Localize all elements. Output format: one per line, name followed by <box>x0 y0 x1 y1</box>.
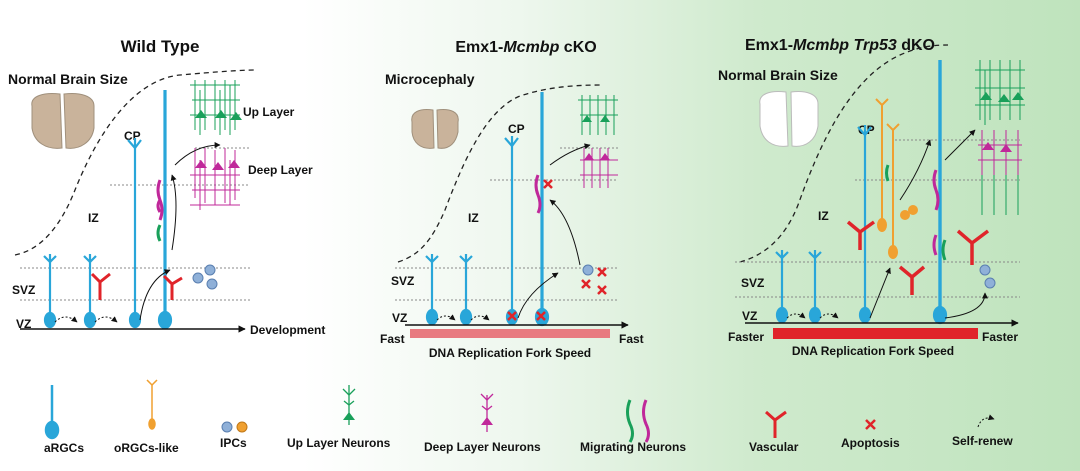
speed-right: Fast <box>619 332 644 346</box>
zone-iz: IZ <box>468 211 479 225</box>
panel-title: Emx1-Mcmbp cKO <box>455 39 596 56</box>
legend-vascular: Vascular <box>749 410 799 454</box>
zone-svz: SVZ <box>12 283 35 297</box>
label-up-layer: Up Layer <box>243 105 295 119</box>
cortex-outline <box>397 84 603 263</box>
panel-subtitle: Normal Brain Size <box>8 71 128 87</box>
zone-vz: VZ <box>742 309 757 323</box>
speed-left: Fast <box>380 332 405 346</box>
panel-subtitle: Normal Brain Size <box>718 67 838 83</box>
legend-label: oRGCs-like <box>114 441 179 455</box>
zone-iz: IZ <box>88 211 99 225</box>
legend-apoptosis: Apoptosis <box>841 419 900 450</box>
legend-orgcs: oRGCs-like <box>114 379 179 455</box>
orgc-cells <box>875 98 918 259</box>
cortex-outline <box>739 44 949 263</box>
lineage-arrows <box>436 143 591 321</box>
legend-deep-neurons: Deep Layer Neurons <box>424 393 541 454</box>
ipc-cluster <box>192 264 218 290</box>
fork-speed-label: DNA Replication Fork Speed <box>792 344 954 358</box>
zone-svz: SVZ <box>391 274 414 288</box>
lineage-arrows <box>54 142 221 323</box>
fork-speed-bar <box>773 328 978 339</box>
ipc-cell <box>582 264 594 276</box>
neuron-arbors <box>578 95 618 188</box>
legend-argcs: aRGCs <box>44 385 84 455</box>
speed-left: Faster <box>728 330 764 344</box>
panel-title: Emx1-Mcmbp Trp53 dKO <box>745 37 935 54</box>
fork-speed-label: DNA Replication Fork Speed <box>429 346 591 360</box>
legend-label: Apoptosis <box>841 436 900 450</box>
migrating-neurons <box>885 164 947 261</box>
legend-self-renew: Self-renew <box>952 414 1013 448</box>
cortex-outline <box>14 69 256 256</box>
neuron-arbors <box>190 80 242 210</box>
legend-label: aRGCs <box>44 441 84 455</box>
brain-small-icon <box>411 109 459 149</box>
legend-label: Vascular <box>749 440 799 454</box>
label-deep-layer: Deep Layer <box>248 163 313 177</box>
legend-up-neurons: Up Layer Neurons <box>287 385 391 450</box>
zone-lines <box>20 147 250 301</box>
lineage-arrows <box>786 129 988 319</box>
brain-normal-icon <box>759 91 819 147</box>
legend: aRGCs oRGCs-like IPCs Up Layer Neurons <box>44 379 1013 455</box>
zone-svz: SVZ <box>741 276 764 290</box>
zone-lines <box>395 147 618 301</box>
apoptosis-markers <box>507 179 607 321</box>
legend-migrating: Migrating Neurons <box>580 399 686 454</box>
vascular-icons <box>846 220 990 295</box>
rgc-cells <box>43 90 173 330</box>
zone-lines <box>735 139 1020 298</box>
panel-ckO: Emx1-Mcmbp cKO Microcephaly CP IZ SVZ VZ <box>380 39 644 360</box>
rgc-cells <box>775 60 948 325</box>
zone-cp: CP <box>858 123 875 137</box>
fork-speed-bar <box>410 329 610 338</box>
zone-cp: CP <box>124 129 141 143</box>
legend-ipcs: IPCs <box>220 421 248 450</box>
migrating-neurons <box>156 179 164 242</box>
legend-label: Deep Layer Neurons <box>424 440 541 454</box>
zone-cp: CP <box>508 122 525 136</box>
zone-vz: VZ <box>392 311 407 325</box>
zone-vz: VZ <box>16 317 31 331</box>
legend-label: IPCs <box>220 436 247 450</box>
ipc-cluster <box>979 264 996 289</box>
legend-label: Migrating Neurons <box>580 440 686 454</box>
migrating-neurons <box>534 174 542 214</box>
brain-normal-icon <box>31 93 95 149</box>
panel-subtitle: Microcephaly <box>385 71 475 87</box>
panel-wild-type: Wild Type Normal Brain Size CP IZ SVZ VZ… <box>8 37 325 337</box>
panel-title: Wild Type <box>121 37 200 56</box>
speed-right: Faster <box>982 330 1018 344</box>
legend-label: Up Layer Neurons <box>287 436 391 450</box>
panel-dko: Emx1-Mcmbp Trp53 dKO Normal Brain Size C… <box>718 37 1025 358</box>
legend-label: Self-renew <box>952 434 1013 448</box>
zone-iz: IZ <box>818 209 829 223</box>
vascular-icons <box>90 272 183 300</box>
neuron-arbors <box>975 60 1025 215</box>
axis-development: Development <box>250 323 325 337</box>
